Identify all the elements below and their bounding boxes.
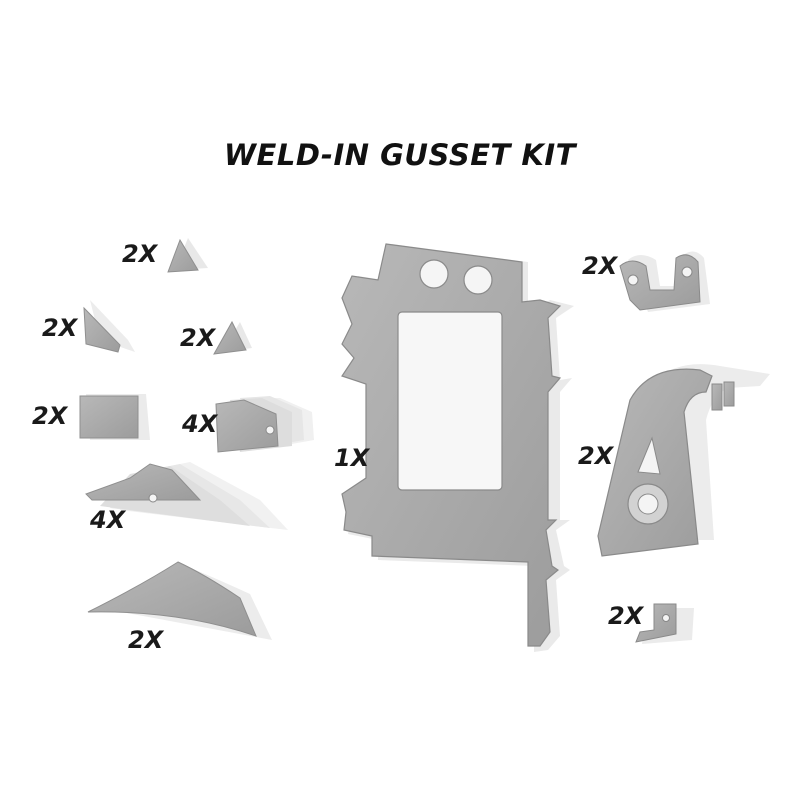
qty-label-u-bracket: 2X <box>582 252 618 280</box>
kit-title: WELD-IN GUSSET KIT <box>224 138 576 172</box>
qty-label-center-frame-plate: 1X <box>334 444 370 472</box>
center-frame-plate-part <box>341 243 574 652</box>
tall-arched-gusset-part <box>597 364 770 557</box>
large-curved-gusset-part <box>87 561 272 640</box>
small-l-tab-part <box>635 603 694 644</box>
qty-label-small-l-tab: 2X <box>608 602 644 630</box>
flat-block-part <box>79 394 150 440</box>
qty-label-small-triangle-mid: 2X <box>180 324 216 352</box>
qty-label-tall-arched-gusset: 2X <box>578 442 614 470</box>
u-bracket-part <box>619 251 710 312</box>
qty-label-flat-block: 2X <box>32 402 68 430</box>
side-wedge-part <box>83 300 135 353</box>
small-triangle-top-part <box>167 238 208 273</box>
long-wedge-gusset-part <box>85 462 288 530</box>
notched-gusset-part <box>215 396 314 453</box>
qty-label-side-wedge: 2X <box>42 314 78 342</box>
qty-label-notched-gusset: 4X <box>182 410 218 438</box>
qty-label-small-triangle-top: 2X <box>122 240 158 268</box>
qty-label-large-curved-gusset: 2X <box>128 626 164 654</box>
small-triangle-mid-part <box>213 320 252 355</box>
qty-label-long-wedge-gusset: 4X <box>90 506 126 534</box>
